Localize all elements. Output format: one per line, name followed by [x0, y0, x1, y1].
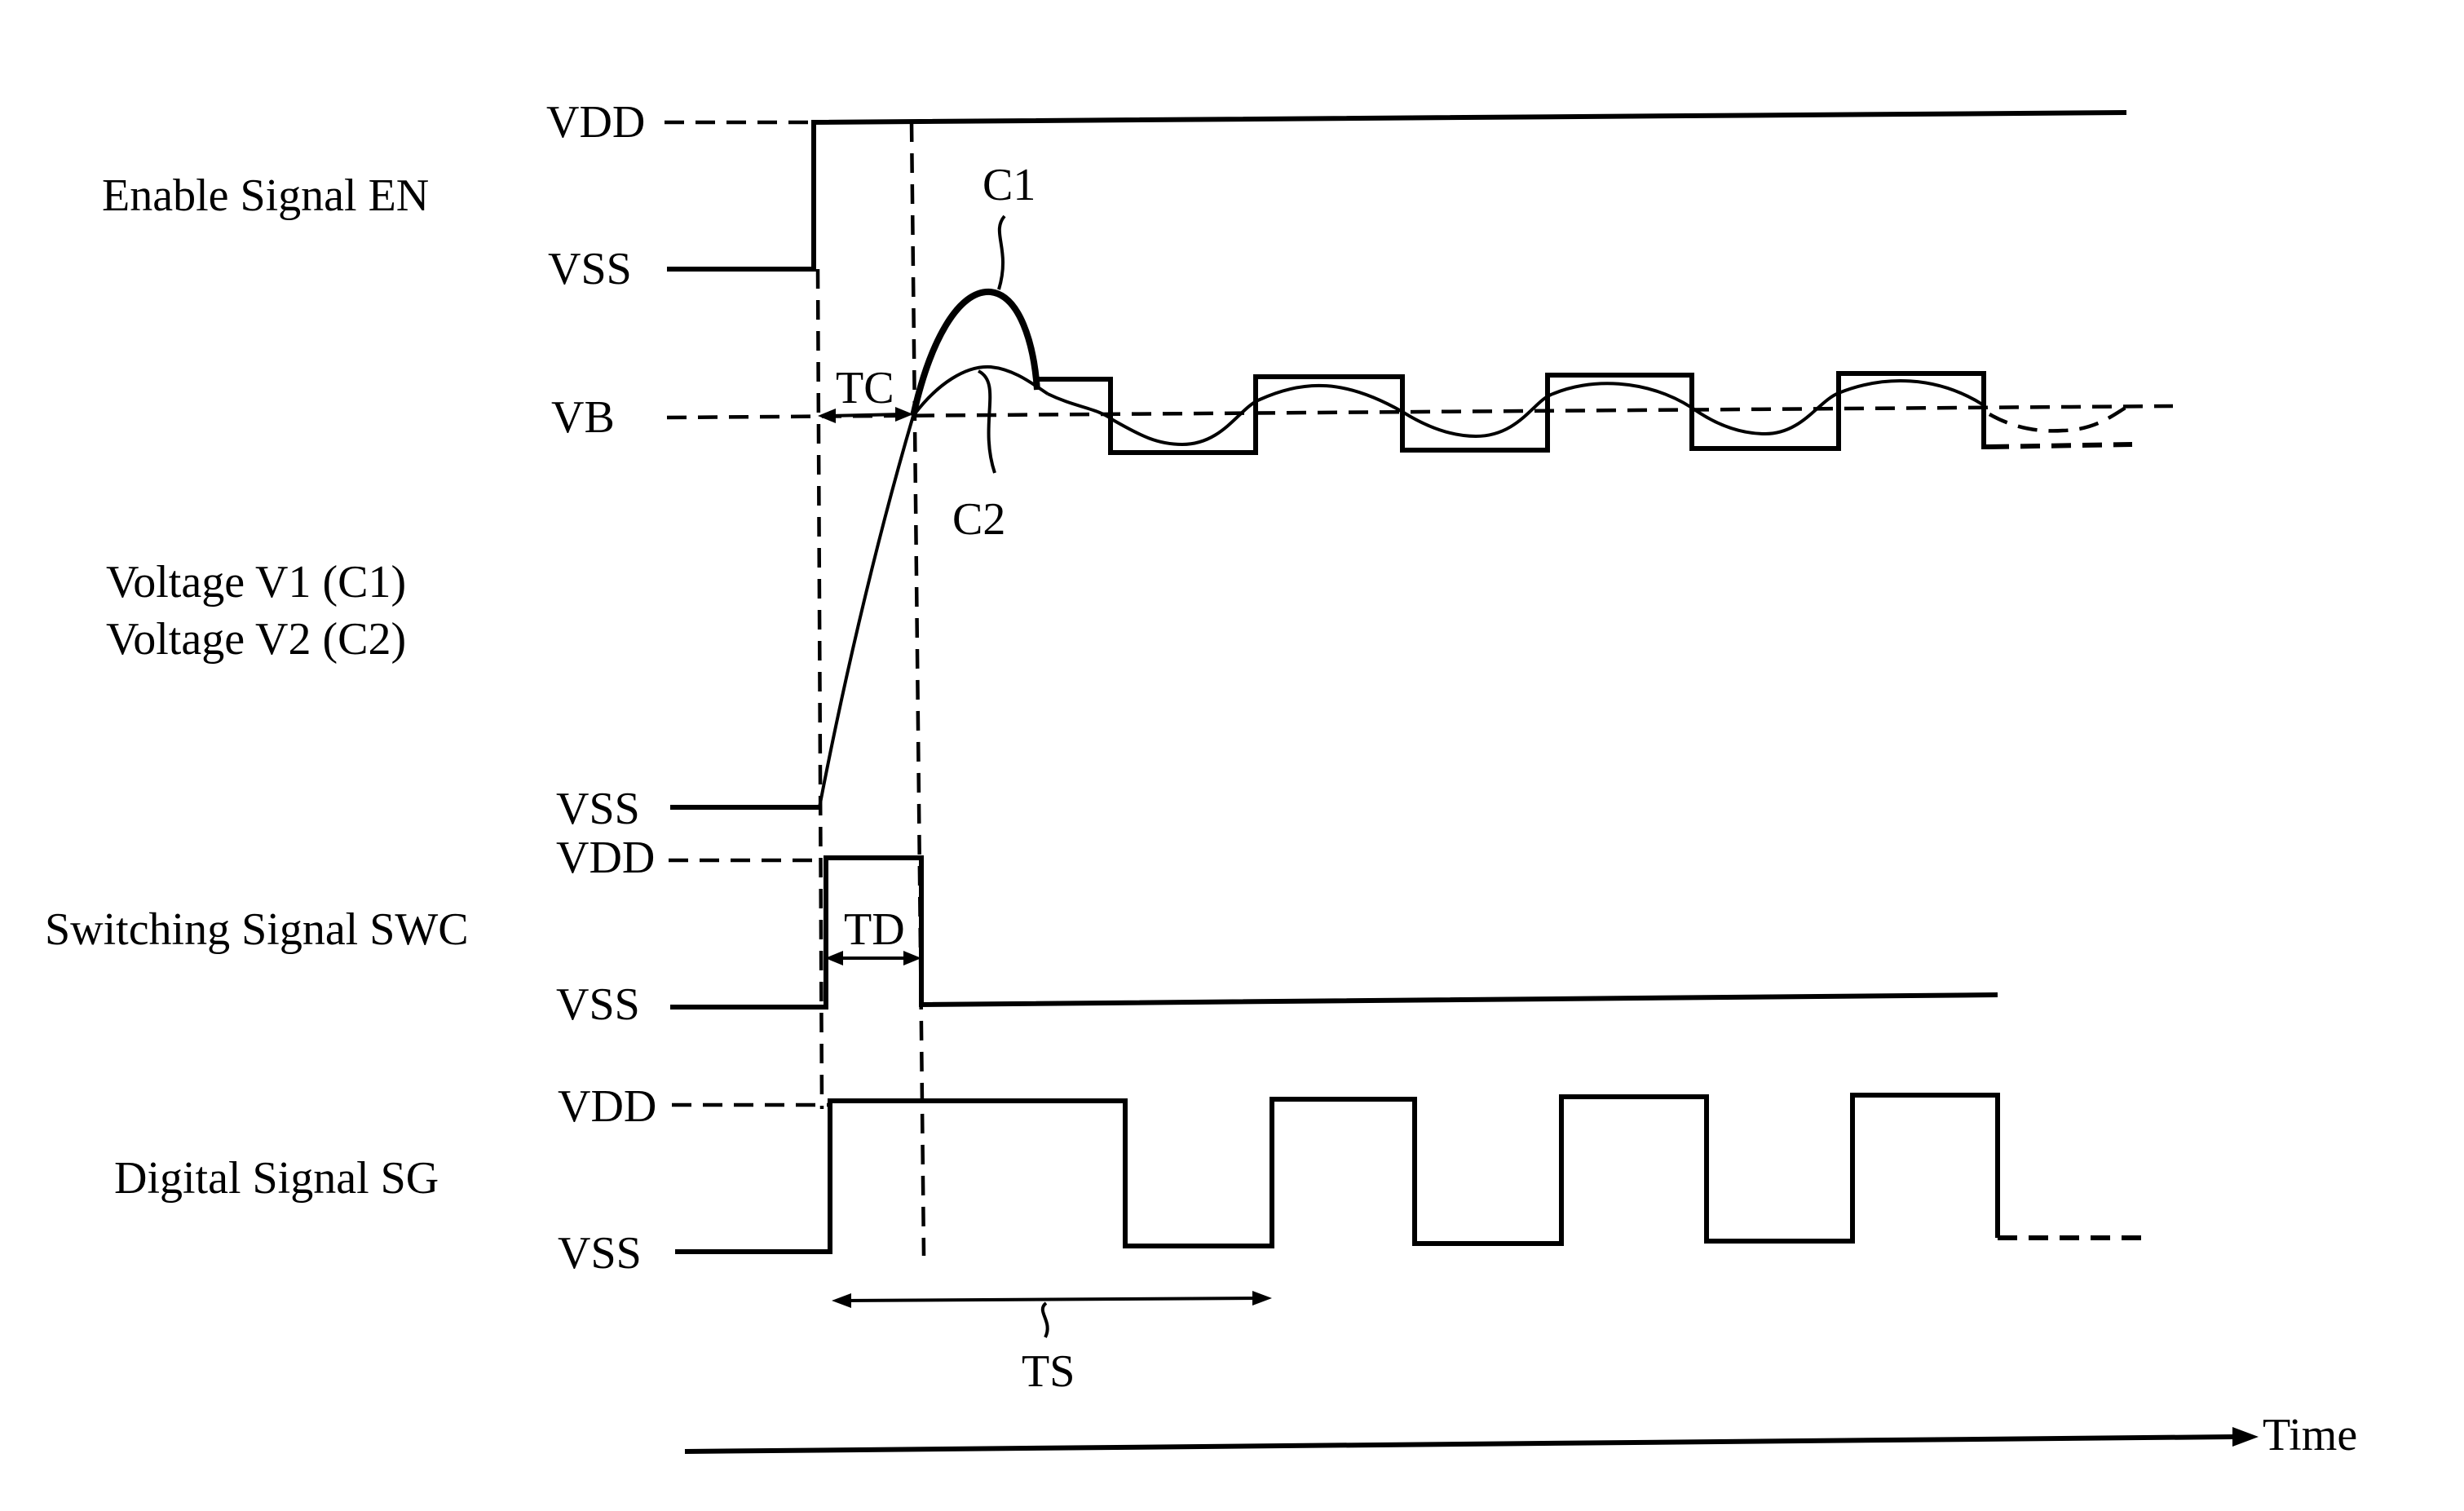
voltage-v1-label: Voltage V1 (C1) — [106, 557, 406, 607]
enable-signal-label: Enable Signal EN — [102, 170, 429, 221]
en-vdd-label: VDD — [546, 97, 645, 148]
voltage-ramp — [819, 416, 913, 807]
sg-vss-label: VSS — [558, 1228, 642, 1279]
tc-interval-arrow — [828, 414, 903, 416]
tc-label: TC — [836, 363, 894, 413]
t0-marker-line — [818, 269, 822, 1109]
curve-c2 — [913, 367, 1048, 416]
c2-label: C2 — [952, 494, 1005, 545]
ts-interval-arrow — [841, 1298, 1262, 1301]
digital-signal-label: Digital Signal SG — [114, 1153, 439, 1204]
vb-label: VB — [551, 392, 615, 443]
ts-leader-line — [1043, 1303, 1048, 1337]
curve-c1 — [913, 292, 1037, 416]
enable-signal-waveform — [667, 113, 2126, 269]
td-label: TD — [844, 904, 905, 955]
v-vss-label: VSS — [556, 784, 640, 834]
c1-label: C1 — [983, 160, 1035, 210]
time-axis-line — [685, 1437, 2234, 1451]
sg-vdd-label: VDD — [558, 1081, 656, 1132]
voltage-v2-label: Voltage V2 (C2) — [106, 614, 406, 665]
swc-vdd-label: VDD — [556, 833, 655, 883]
switching-signal-label: Switching Signal SWC — [45, 904, 469, 955]
time-axis-arrowhead — [2232, 1427, 2259, 1447]
ts-arrow-right-head — [1252, 1291, 1272, 1306]
c1-leader-line — [999, 216, 1005, 289]
time-axis-label: Time — [2263, 1410, 2357, 1460]
swc-vss-label: VSS — [556, 979, 640, 1030]
tc-arrow-left-head — [818, 409, 836, 423]
t1-marker-line — [912, 122, 924, 1256]
c2-leader-line — [978, 371, 995, 473]
td-arrow-right-head — [903, 951, 921, 965]
ts-arrow-left-head — [832, 1293, 851, 1308]
ts-label: TS — [1022, 1346, 1075, 1397]
voltage-v1-continuation — [1989, 444, 2132, 447]
digital-signal-waveform — [675, 1095, 1998, 1252]
en-vss-label: VSS — [548, 244, 632, 294]
voltage-v2-continuation — [1989, 406, 2128, 431]
